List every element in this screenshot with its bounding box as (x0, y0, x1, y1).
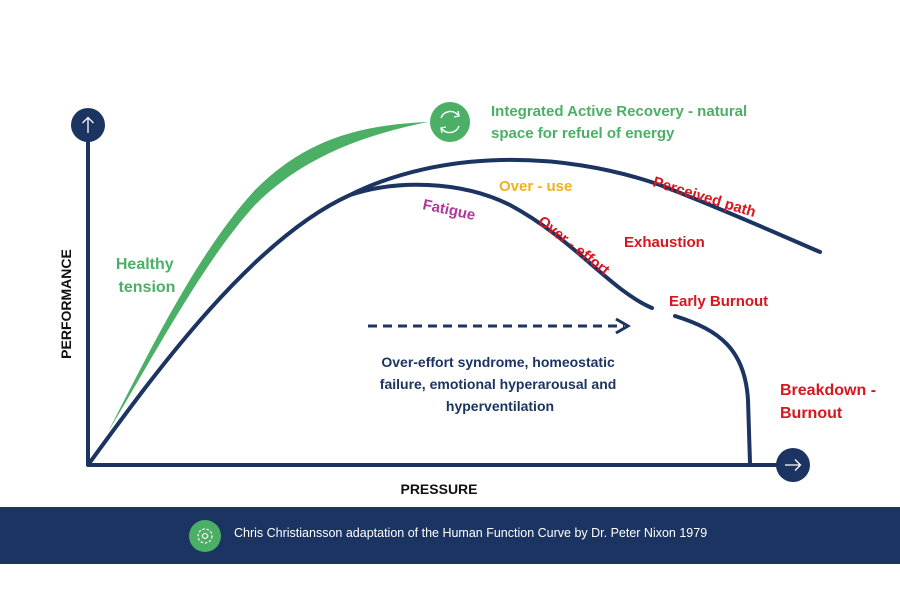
y-axis-label: PERFORMANCE (58, 249, 74, 359)
exhaustion-label: Exhaustion (624, 234, 705, 251)
perceived-path-label: Perceived path (651, 174, 758, 221)
perceived-path-curve (86, 157, 822, 467)
over-use-label: Over - use (499, 178, 572, 195)
healthy-tension-band (108, 122, 428, 432)
arrow-up-icon (71, 108, 105, 142)
recovery-line-2: space for refuel of energy (491, 125, 675, 142)
healthy-tension-line-2: tension (119, 279, 176, 296)
footer-caption: Chris Christiansson adaptation of the Hu… (234, 526, 708, 540)
x-axis-label: PRESSURE (400, 481, 477, 497)
early-burnout-label: Early Burnout (669, 293, 768, 310)
syndrome-line-3: hyperventilation (446, 398, 554, 414)
syndrome-line-1: Over-effort syndrome, homeostatic (381, 354, 615, 370)
over-effort-label: Over - effort (535, 213, 613, 279)
breakdown-line-1: Breakdown - (780, 382, 876, 399)
breakdown-line-2: Burnout (780, 405, 843, 422)
recovery-line-1: Integrated Active Recovery - natural (491, 103, 747, 120)
breakdown-burnout-label: Breakdown - Burnout (780, 382, 880, 422)
leaf-badge-icon (189, 520, 221, 552)
healthy-tension-line-1: Healthy (116, 256, 174, 273)
syndrome-line-2: failure, emotional hyperarousal and (380, 376, 617, 392)
fatigue-label: Fatigue (421, 196, 477, 224)
syndrome-description: Over-effort syndrome, homeostatic failur… (380, 354, 620, 414)
footer-banner: Chris Christiansson adaptation of the Hu… (0, 507, 900, 564)
fatigue-curve (348, 182, 654, 310)
refresh-cycle-icon (430, 102, 470, 142)
burnout-drop-curve (673, 314, 752, 465)
arrow-right-icon (776, 448, 810, 482)
over-effort-dashed-arrow (368, 317, 631, 335)
recovery-label: Integrated Active Recovery - natural spa… (491, 103, 751, 142)
healthy-tension-label: Healthy tension (116, 256, 178, 296)
